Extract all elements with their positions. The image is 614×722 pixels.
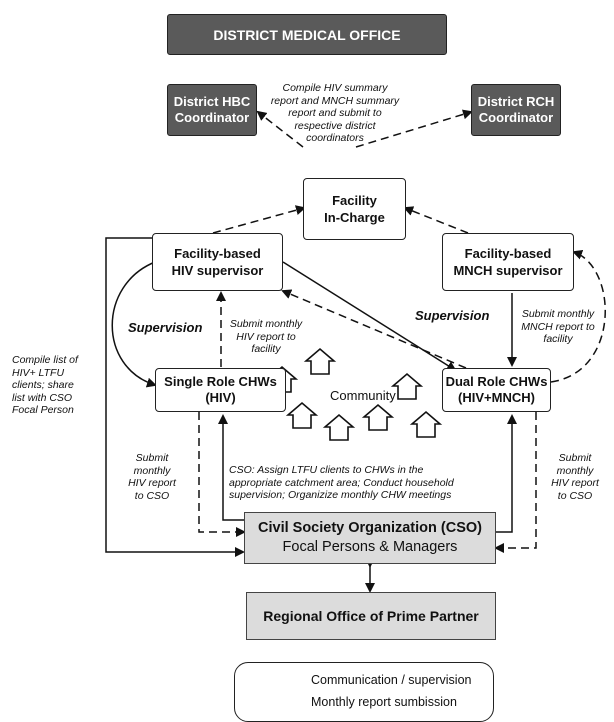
note-line: Submit monthly (229, 318, 303, 330)
district-rch-line2: Coordinator (478, 110, 554, 125)
note-line: facility (251, 343, 281, 355)
single-role-chws-box: Single Role CHWs (HIV) (155, 368, 286, 412)
single-role-line2: (HIV) (205, 390, 236, 405)
note-line: list with CSO (12, 391, 73, 404)
note-line: report and submit to (288, 107, 382, 119)
note-submit-mnch-facility: Submit monthly MNCH report to facility (515, 308, 601, 346)
note-line: Submit (135, 452, 169, 464)
note-line: Focal Person (12, 404, 74, 416)
note-submit-hiv-facility: Submit monthly HIV report to facility (226, 318, 306, 356)
note-line: to CSO (134, 489, 170, 502)
note-line: coordinators (306, 132, 364, 144)
legend-dashed-label: Monthly report sumbission (311, 695, 457, 709)
note-line: monthly (133, 464, 171, 477)
house-icon (322, 413, 356, 441)
community-label: Community (330, 388, 396, 403)
arrow-hiv-sup-to-single (111, 261, 157, 388)
note-line: MNCH report to (521, 320, 595, 333)
facility-in-charge-line1: Facility (332, 193, 377, 208)
note-line: Submit (558, 452, 592, 464)
dashed-report-arrows (198, 109, 606, 553)
dual-role-line2: (HIV+MNCH) (458, 390, 535, 405)
arrow-cso-to-single (218, 414, 248, 521)
district-medical-office-box: DISTRICT MEDICAL OFFICE (167, 14, 447, 55)
mnch-supervisor-line2: MNCH supervisor (453, 263, 563, 278)
note-line: clients; share (12, 379, 74, 391)
note-line: HIV report (128, 477, 176, 489)
house-icon (361, 403, 395, 431)
note-cso-assign: CSO: Assign LTFU clients to CHWs in the … (229, 464, 513, 502)
hiv-supervisor-line2: HIV supervisor (171, 263, 264, 278)
hiv-supervisor-box: Facility-based HIV supervisor (152, 233, 283, 291)
arrow-hiv-sup-to-facility (212, 205, 306, 234)
note-compile-summary: Compile HIV summary report and MNCH summ… (255, 82, 415, 145)
note-line: respective district (294, 119, 376, 132)
note-line: monthly (556, 464, 594, 477)
note-line: appropriate catchment area; Conduct hous… (229, 476, 454, 489)
note-line: report and MNCH summary (270, 94, 400, 107)
note-line: CSO: Assign LTFU clients to CHWs in the (229, 464, 424, 476)
supervision-label-left: Supervision (128, 320, 203, 335)
cso-line2: Focal Persons & Managers (282, 539, 458, 555)
house-icon (285, 401, 319, 429)
arrow-cso-to-dual (496, 414, 517, 533)
arrow-hiv-sup-to-dual (282, 261, 457, 372)
district-hbc-coordinator-box: District HBC Coordinator (167, 84, 257, 136)
district-hbc-line1: District HBC (173, 94, 251, 109)
district-hbc-line2: Coordinator (174, 110, 250, 125)
arrow-to-hbc (256, 110, 304, 148)
facility-in-charge-line2: In-Charge (324, 210, 385, 225)
supervision-label-right: Supervision (415, 308, 490, 323)
house-icon (303, 347, 337, 375)
arrow-dual-to-cso (494, 412, 537, 553)
regional-office-label: Regional Office of Prime Partner (263, 608, 479, 624)
dual-role-line1: Dual Role CHWs (445, 374, 548, 389)
district-rch-line1: District RCH (477, 94, 555, 109)
note-line: HIV report to (236, 330, 296, 343)
cso-box: Civil Society Organization (CSO) Focal P… (244, 512, 496, 564)
note-line: to CSO (557, 489, 593, 502)
hiv-supervisor-line1: Facility-based (174, 246, 261, 261)
dual-role-chws-box: Dual Role CHWs (HIV+MNCH) (442, 368, 551, 412)
note-line: HIV+ LTFU (12, 366, 65, 379)
note-line: Compile HIV summary (282, 82, 388, 94)
note-line: HIV report (551, 477, 599, 489)
district-rch-coordinator-box: District RCH Coordinator (471, 84, 561, 136)
mnch-supervisor-box: Facility-based MNCH supervisor (442, 233, 574, 291)
arrow-compile-list-to-cso (105, 237, 245, 557)
single-role-line1: Single Role CHWs (164, 374, 277, 389)
house-icon (390, 372, 424, 400)
house-icon (409, 410, 443, 438)
note-submit-hiv-cso-left: Submit monthly HIV report to CSO (120, 452, 184, 502)
regional-office-box: Regional Office of Prime Partner (246, 592, 496, 640)
note-line: facility (543, 333, 573, 345)
district-medical-office-label: DISTRICT MEDICAL OFFICE (213, 26, 401, 43)
mnch-supervisor-line1: Facility-based (464, 246, 552, 261)
legend (234, 662, 494, 722)
arrow-dual-to-hiv-sup (281, 289, 467, 369)
legend-solid-label: Communication / supervision (311, 673, 472, 687)
cso-line1: Civil Society Organization (CSO) (258, 520, 482, 536)
arrow-single-to-cso (198, 412, 246, 537)
note-submit-hiv-cso-right: Submit monthly HIV report to CSO (540, 452, 610, 502)
solid-supervision-arrows (105, 237, 517, 593)
community-houses (265, 347, 443, 441)
note-line: Submit monthly (521, 308, 595, 320)
facility-in-charge-box: Facility In-Charge (303, 178, 406, 240)
arrow-mnch-sup-to-facility (403, 206, 469, 234)
note-line: Compile list of (12, 354, 78, 366)
note-compile-list: Compile list of HIV+ LTFU clients; share… (12, 354, 98, 417)
arrow-to-rch (355, 109, 473, 148)
note-line: supervision; Organizize monthly CHW meet… (229, 489, 452, 501)
